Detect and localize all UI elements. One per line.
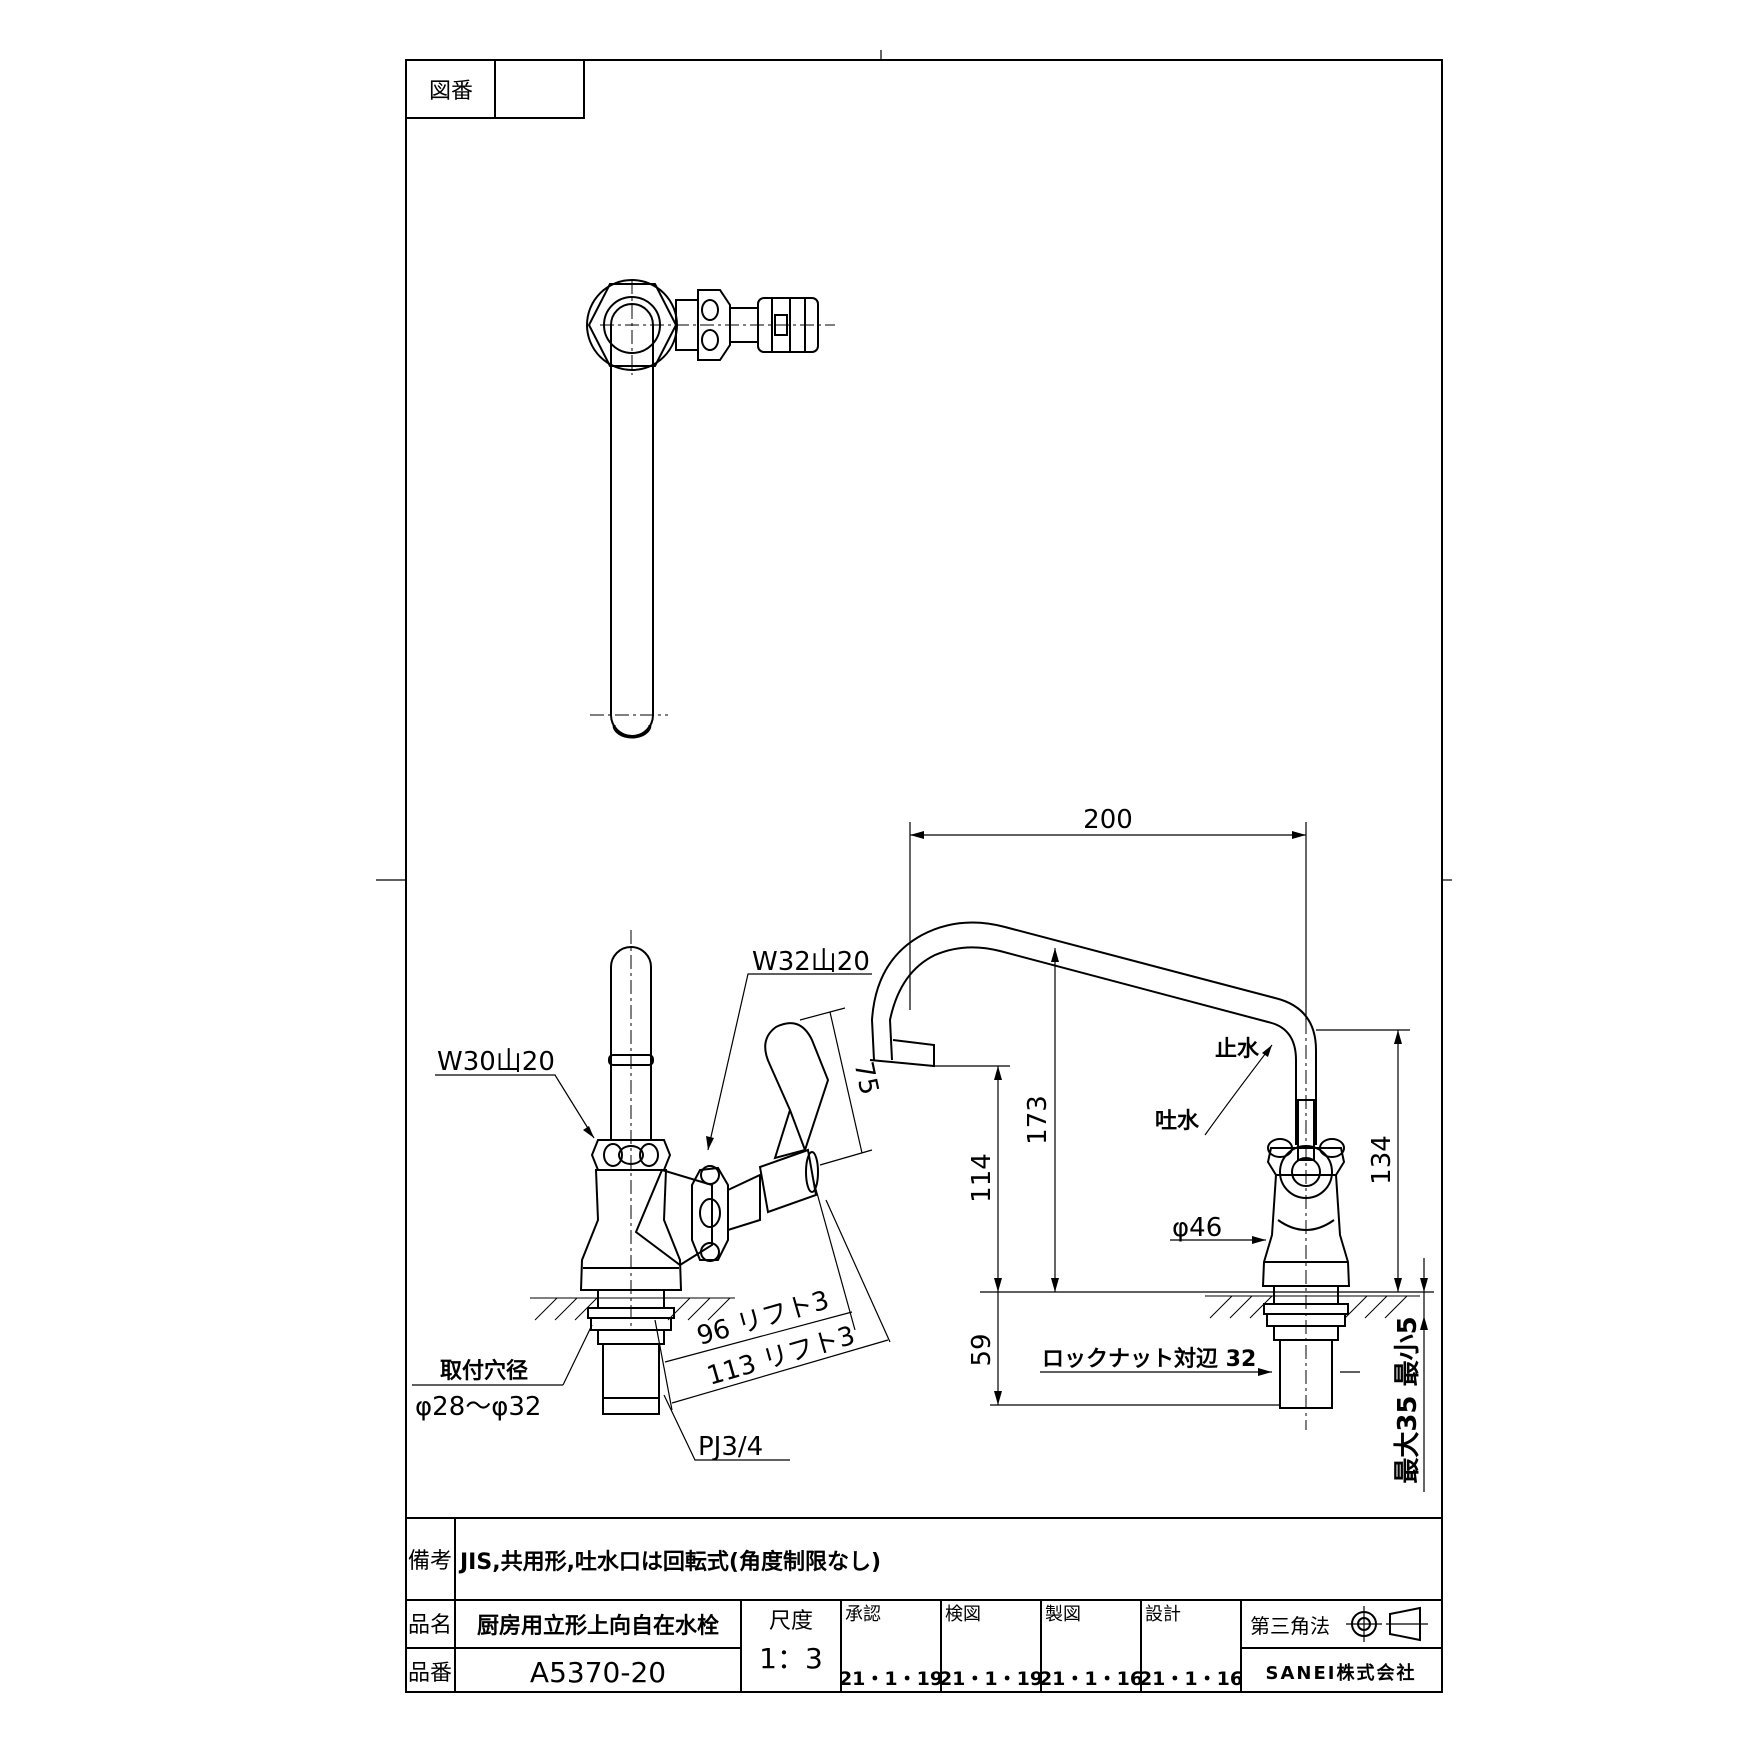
top-view [586, 279, 835, 739]
scale-value: 1：3 [759, 1642, 823, 1675]
approval-label: 承認 [845, 1604, 881, 1625]
label-spout: 吐水 [1155, 1109, 1200, 1134]
number-value: A5370-20 [530, 1656, 666, 1689]
label-stop: 止水 [1215, 1037, 1260, 1062]
dim-59: 59 [967, 1333, 997, 1366]
drawn-label: 製図 [1045, 1604, 1081, 1625]
front-view [530, 930, 830, 1415]
side-view-dimensions: 200 173 114 59 134 φ46 ロックナット対辺 32 最大 [909, 805, 1434, 1492]
drawing-frame: 図番 [376, 50, 1452, 1693]
label-hole-title: 取付穴径 [440, 1358, 528, 1384]
third-angle-projection-icon [1346, 1606, 1428, 1642]
label-locknut: ロックナット対辺 32 [1042, 1347, 1256, 1372]
design-date: 21・1・16 [1139, 1668, 1243, 1690]
design-label: 設計 [1145, 1604, 1181, 1625]
remarks-label: 備考 [408, 1549, 452, 1574]
projection-label: 第三角法 [1250, 1614, 1330, 1638]
label-w32: W32山20 [752, 947, 870, 977]
scale-label: 尺度 [769, 1609, 813, 1634]
name-label: 品名 [408, 1613, 452, 1638]
dim-173: 173 [1023, 1095, 1053, 1145]
dim-134: 134 [1367, 1135, 1397, 1185]
check-label: 検図 [945, 1604, 981, 1625]
label-pj: PJ3/4 [698, 1432, 763, 1462]
dim-46: φ46 [1172, 1213, 1222, 1243]
title-block: 備考 JIS,共用形,吐水口は回転式(角度制限なし) 品名 厨房用立形上向自在水… [406, 1517, 1442, 1692]
remarks-text: JIS,共用形,吐水口は回転式(角度制限なし) [458, 1549, 881, 1575]
name-value: 厨房用立形上向自在水栓 [477, 1613, 719, 1639]
company-name: SANEI株式会社 [1266, 1662, 1417, 1684]
dim-75: 75 [848, 1059, 884, 1098]
check-date: 21・1・19 [939, 1668, 1043, 1690]
label-w30: W30山20 [437, 1047, 555, 1077]
dim-200: 200 [1083, 805, 1133, 835]
label-hole-value: φ28～φ32 [415, 1392, 541, 1422]
number-label: 品番 [408, 1661, 452, 1686]
approval-date: 21・1・19 [839, 1668, 943, 1690]
drawing-number-label: 図番 [429, 79, 473, 104]
drawn-date: 21・1・16 [1039, 1668, 1143, 1690]
dim-thickness: 最大35 最小5 [1393, 1316, 1423, 1483]
dim-114: 114 [967, 1153, 997, 1203]
